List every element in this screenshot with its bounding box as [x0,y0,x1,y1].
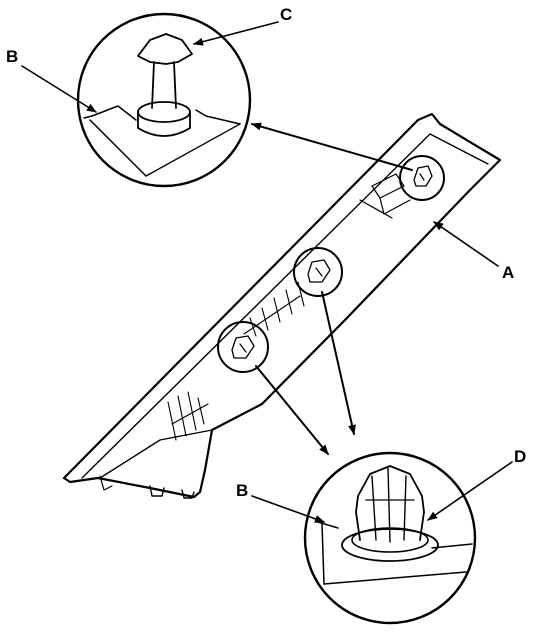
clip-location-middle [293,247,343,297]
pillar-ribs [167,173,411,441]
detail-circle-top [76,12,252,188]
arrow-middle-clip-to-bottom-detail [321,291,356,435]
detail-circle-bottom [303,451,477,625]
arrow-lower-clip-to-bottom-detail [255,365,329,455]
arrow-upper-clip-to-top-detail [251,122,413,171]
leader-d [427,461,513,521]
clip-location-lower [217,321,269,373]
pillar-trim-panel [62,112,502,499]
callout-label-d: D [514,447,526,466]
leader-b-bottom [251,495,325,523]
leader-c [193,21,279,46]
leader-a [433,221,499,267]
callout-label-a: A [502,263,514,282]
leader-b-top [21,65,97,113]
callout-label-b-bottom: B [236,481,248,500]
callout-label-b-top: B [6,47,18,66]
arrows [21,21,513,523]
clip-location-upper [399,155,445,201]
callout-label-c: C [280,5,292,24]
